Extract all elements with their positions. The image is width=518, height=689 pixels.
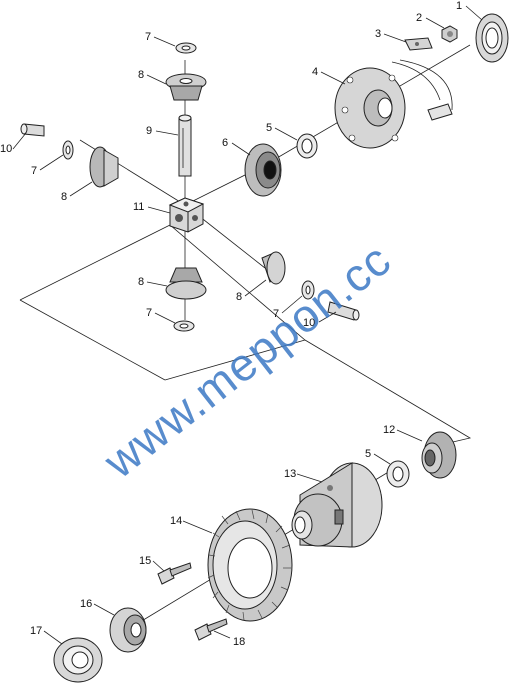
pinion-gear-part-8-top bbox=[165, 73, 207, 101]
callout-10-right: 10 bbox=[303, 317, 315, 329]
ring-gear-part-14 bbox=[207, 508, 293, 622]
bearing-part-17 bbox=[53, 637, 103, 683]
callout-7-top: 7 bbox=[145, 31, 151, 43]
callout-7-right: 7 bbox=[273, 308, 279, 320]
callout-10-left: 10 bbox=[0, 143, 12, 155]
callout-18: 18 bbox=[233, 636, 245, 648]
callout-8-top: 8 bbox=[138, 69, 144, 81]
washer-part-7-bottom bbox=[173, 320, 195, 332]
callout-1: 1 bbox=[456, 0, 462, 12]
cross-block-part-11 bbox=[168, 197, 205, 233]
callout-5-lower: 5 bbox=[365, 448, 371, 460]
callout-labels: 1 2 3 4 5 6 7 8 9 10 7 8 11 8 8 7 7 10 1… bbox=[0, 0, 462, 648]
callout-12: 12 bbox=[383, 424, 395, 436]
washer-part-7-top bbox=[175, 42, 197, 54]
lock-plate-part-3 bbox=[404, 37, 433, 51]
callout-16: 16 bbox=[80, 598, 92, 610]
side-gear-part-12 bbox=[421, 431, 457, 479]
callout-7-bottom: 7 bbox=[146, 307, 152, 319]
callout-5-upper: 5 bbox=[266, 122, 272, 134]
callout-11: 11 bbox=[133, 201, 144, 213]
pinion-shaft-part-9 bbox=[178, 114, 192, 177]
pinion-gear-part-8-right bbox=[261, 251, 286, 285]
callout-6: 6 bbox=[222, 137, 228, 149]
nut-part-2 bbox=[441, 25, 458, 43]
callout-4: 4 bbox=[312, 66, 318, 78]
callout-8-right: 8 bbox=[236, 291, 242, 303]
callout-2: 2 bbox=[416, 12, 422, 24]
pinion-gear-part-8-bottom bbox=[165, 267, 207, 300]
thrust-washer-part-5-upper bbox=[296, 133, 318, 159]
thrust-washer-part-5-lower bbox=[386, 460, 410, 488]
shaft-part-10-right bbox=[327, 301, 360, 321]
pinion-gear-part-8-left bbox=[89, 146, 119, 188]
callout-13: 13 bbox=[284, 468, 296, 480]
washer-part-7-right bbox=[301, 280, 315, 300]
callout-14: 14 bbox=[170, 515, 182, 527]
washer-part-7-left bbox=[62, 140, 74, 160]
bolt-part-15 bbox=[157, 562, 192, 585]
bearing-part-1 bbox=[475, 13, 509, 63]
flange-part-4 bbox=[334, 59, 453, 149]
callout-3: 3 bbox=[375, 28, 381, 40]
side-gear-part-6 bbox=[244, 143, 282, 197]
callout-17: 17 bbox=[30, 625, 42, 637]
shaft-part-10-left bbox=[20, 123, 45, 137]
differential-case-part-13 bbox=[291, 462, 383, 548]
callout-15: 15 bbox=[139, 555, 151, 567]
callout-8-left: 8 bbox=[61, 191, 67, 203]
callout-leaders bbox=[12, 5, 483, 645]
bolt-part-18 bbox=[194, 618, 228, 641]
callout-7-left: 7 bbox=[31, 165, 37, 177]
callout-8-bottom: 8 bbox=[138, 276, 144, 288]
watermark-text: www.meppon.cc bbox=[93, 233, 400, 489]
bearing-race-part-16 bbox=[109, 607, 147, 653]
callout-9: 9 bbox=[146, 125, 152, 137]
